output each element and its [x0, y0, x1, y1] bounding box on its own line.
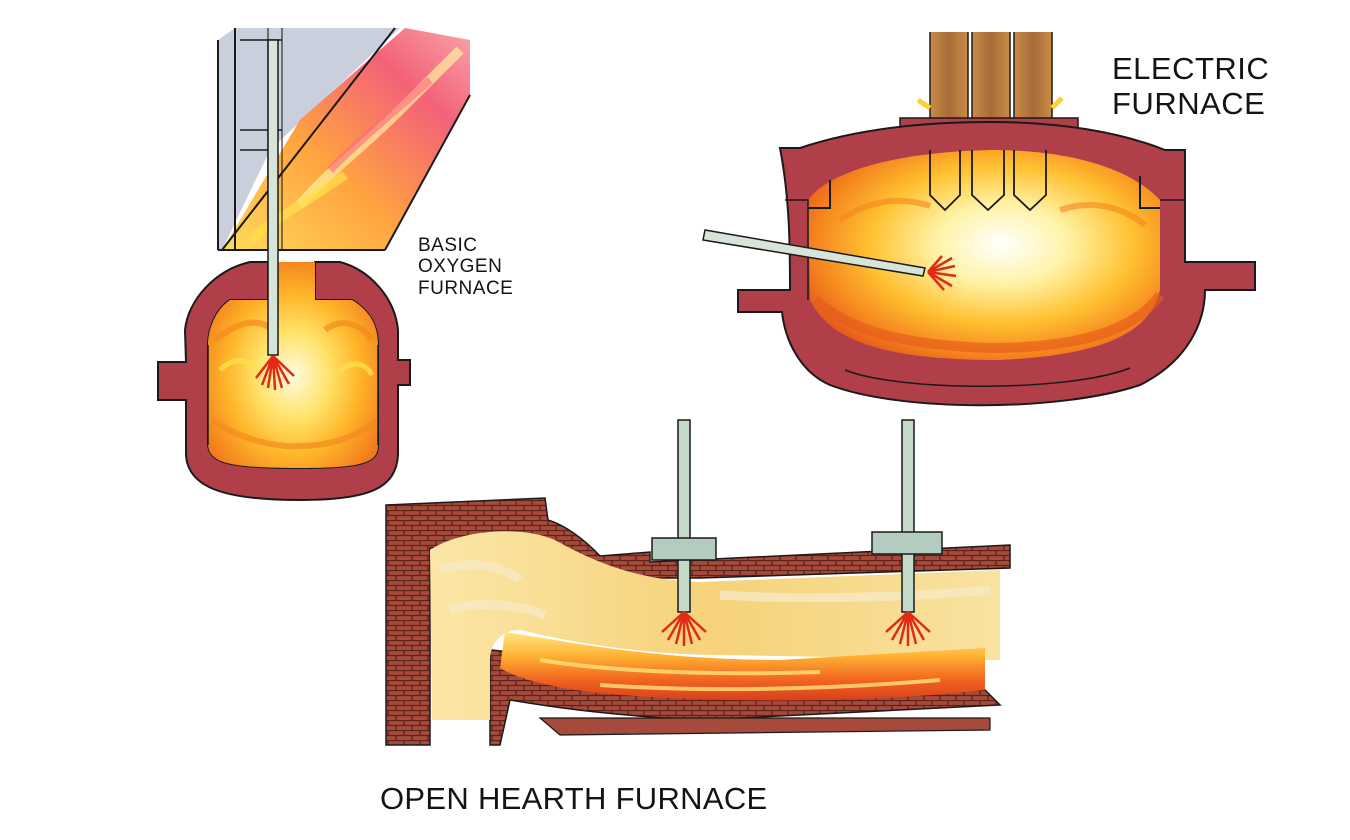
- ef-shell: [737, 120, 1256, 407]
- oh-molten-pool: [500, 632, 985, 701]
- ef-lance: [702, 229, 957, 291]
- open-hearth-furnace: [385, 419, 1011, 746]
- bof-label-line: FURNACE: [418, 277, 514, 299]
- oh-lance-right: [871, 419, 943, 646]
- bof-oxygen-lance: [255, 39, 295, 391]
- bof-hood: [217, 27, 471, 251]
- electric-furnace: [702, 32, 1256, 407]
- bof-label-line: OXYGEN: [418, 256, 503, 278]
- bof-label-line: BASIC: [418, 235, 478, 256]
- bof-vessel: [157, 261, 411, 502]
- basic-oxygen-furnace: [157, 27, 471, 502]
- open-hearth-furnace-label: OPEN HEARTH FURNACE: [380, 781, 768, 817]
- oh-gas-flow: [430, 531, 1000, 720]
- electric-furnace-label: ELECTRIC FURNACE: [1112, 51, 1270, 121]
- basic-oxygen-furnace-label: BASIC OXYGEN FURNACE: [418, 235, 513, 299]
- ef-label-line: FURNACE: [1112, 85, 1266, 121]
- ef-electrode-tips: [929, 150, 1047, 212]
- ef-label-line: ELECTRIC: [1112, 51, 1270, 86]
- oh-label-line: OPEN HEARTH FURNACE: [380, 781, 768, 816]
- oh-lance-left: [651, 419, 717, 646]
